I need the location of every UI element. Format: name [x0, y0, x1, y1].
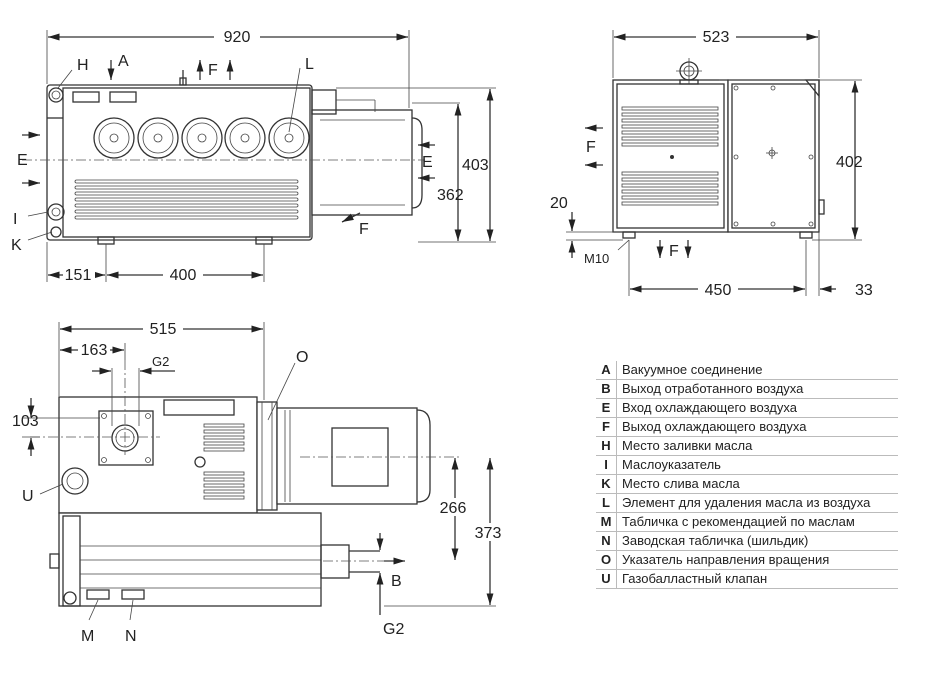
pump-body: [46, 84, 313, 241]
exhaust-outlet: [320, 544, 350, 579]
top-louvers: [203, 423, 245, 500]
front-view: 920 403 362 151 400 H A F L: [11, 28, 496, 284]
label-U: U: [22, 488, 34, 505]
legend-key: N: [596, 531, 617, 551]
top-motor: [276, 407, 418, 505]
label-F-top: F: [208, 62, 218, 79]
legend-text: Вход охлаждающего воздуха: [616, 398, 898, 418]
legend-text: Газобалластный клапан: [616, 569, 898, 589]
legend-key: B: [596, 379, 617, 399]
legend-text: Место заливки масла: [616, 436, 898, 456]
dim-top-thread-g2: G2: [152, 354, 169, 369]
label-side-F-bottom: F: [669, 243, 679, 260]
dim-offset-151: 151: [65, 267, 92, 284]
legend-text: Место слива масла: [616, 474, 898, 494]
dim-side-width-523: 523: [703, 29, 730, 46]
gas-ballast-valve: [61, 467, 89, 495]
legend-text: Маслоуказатель: [616, 455, 898, 475]
legend-text: Элемент для удаления масла из воздуха: [616, 493, 898, 513]
front-louvers: [74, 179, 299, 220]
label-L: L: [305, 56, 314, 73]
dim-side-foot-450: 450: [705, 282, 732, 299]
oil-separator-covers: [93, 117, 310, 159]
legend-key: F: [596, 417, 617, 437]
pump-housing-panel: [62, 87, 311, 238]
legend-text: Указатель направления вращения: [616, 550, 898, 570]
legend-text: Табличка с рекомендацией по маслам: [616, 512, 898, 532]
motor-body: [311, 109, 413, 216]
label-I: I: [13, 211, 17, 228]
label-K: K: [11, 237, 22, 254]
label-M: M: [81, 628, 94, 645]
dim-width-920: 920: [224, 29, 251, 46]
dim-foot-20: 20: [550, 195, 568, 212]
label-O: O: [296, 349, 308, 366]
legend-key: M: [596, 512, 617, 532]
label-B: B: [391, 573, 402, 590]
legend-key: U: [596, 569, 617, 589]
dim-thread-m10: M10: [584, 251, 609, 266]
side-louvers-upper: [621, 106, 719, 147]
legend-key: I: [596, 455, 617, 475]
dim-height-362: 362: [437, 187, 464, 204]
plate-front-2: [109, 91, 137, 103]
legend-key: H: [596, 436, 617, 456]
legend-text: Выход охлаждающего воздуха: [616, 417, 898, 437]
dim-top-373: 373: [475, 525, 502, 542]
label-A: A: [118, 53, 129, 70]
legend-key: A: [596, 361, 617, 380]
oil-fill-cap: [48, 87, 64, 103]
plate-N: [121, 589, 145, 600]
label-F-bottom: F: [359, 221, 369, 238]
dim-top-266: 266: [440, 500, 467, 517]
dim-top-width-515: 515: [150, 321, 177, 338]
side-louvers-lower: [621, 171, 719, 206]
plate-M: [86, 589, 110, 600]
coupling-housing: [256, 401, 278, 511]
legend-key: E: [596, 398, 617, 418]
label-side-F-left: F: [586, 139, 596, 156]
inlet-flange: [98, 410, 154, 466]
legend-text: Заводская табличка (шильдик): [616, 531, 898, 551]
side-view: 523 402 20 M10 450 33 F F: [550, 28, 873, 299]
legend-key: O: [596, 550, 617, 570]
dim-side-height-402: 402: [836, 154, 863, 171]
top-housing: [58, 396, 258, 514]
legend-text: Выход отработанного воздуха: [616, 379, 898, 399]
legend-text: Вакуумное соединение: [616, 361, 898, 380]
label-H: H: [77, 57, 89, 74]
top-plate: [163, 399, 235, 416]
dim-foot-400: 400: [170, 267, 197, 284]
label-E-right: E: [422, 154, 433, 171]
legend-key: K: [596, 474, 617, 494]
top-lower-body: [58, 512, 322, 607]
plate-front-1: [72, 91, 100, 103]
dim-height-403: 403: [462, 157, 489, 174]
label-E-left: E: [17, 152, 28, 169]
dim-top-offset-163: 163: [81, 342, 108, 359]
dim-side-offset-33: 33: [855, 282, 873, 299]
legend-key: L: [596, 493, 617, 513]
dim-top-outlet-g2: G2: [383, 621, 404, 638]
dim-top-103: 103: [12, 413, 39, 430]
top-view: 515 163 G2 103 266 373 G2 O U B M N: [12, 320, 506, 645]
label-N: N: [125, 628, 137, 645]
terminal-box: [311, 89, 337, 115]
